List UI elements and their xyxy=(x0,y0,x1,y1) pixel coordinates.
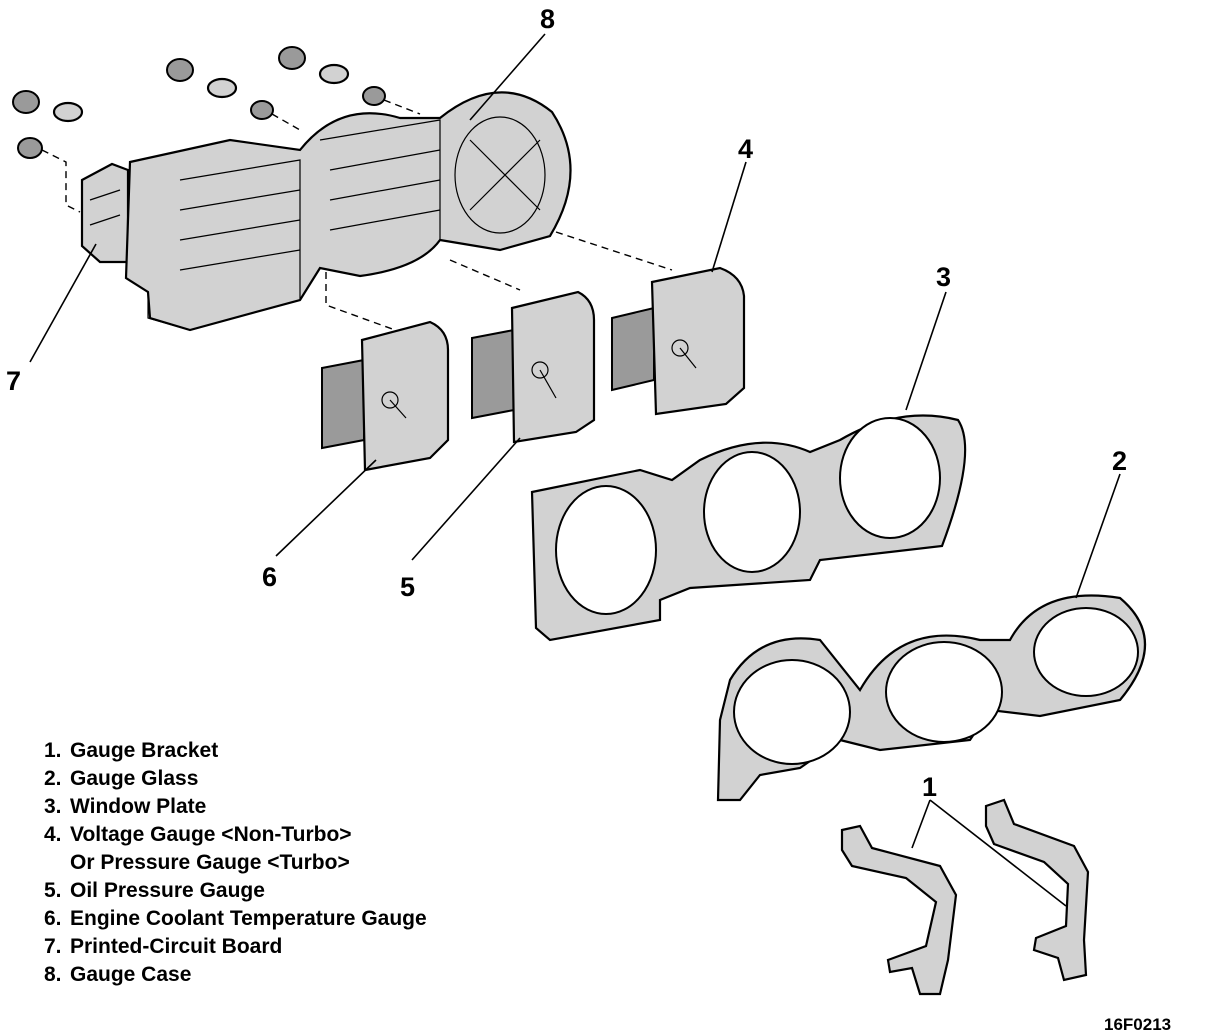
figure-code: 16F0213 xyxy=(1104,1015,1171,1034)
legend-item: 1. Gauge Bracket xyxy=(44,737,427,765)
callout-7: 7 xyxy=(6,366,21,396)
legend-number: 6. xyxy=(44,907,62,930)
coolant-temperature-gauge xyxy=(321,320,450,472)
callout-3: 3 xyxy=(936,262,951,292)
callout-1: 1 xyxy=(922,772,937,802)
legend-item: 8. Gauge Case xyxy=(44,961,427,989)
legend-item: Or Pressure Gauge <Turbo> xyxy=(44,849,427,877)
legend-item: 5. Oil Pressure Gauge xyxy=(44,877,427,905)
gauge-brackets xyxy=(840,798,1090,996)
legend-text: Window Plate xyxy=(70,795,207,818)
legend-number: 8. xyxy=(44,963,62,986)
callout-labels: 8 4 3 7 2 6 5 1 xyxy=(6,4,1127,802)
callout-5: 5 xyxy=(400,572,415,602)
voltage-or-pressure-gauge xyxy=(611,266,746,416)
leader-lines xyxy=(29,33,1121,907)
callout-8: 8 xyxy=(540,4,555,34)
parts-legend: 1. Gauge Bracket 2. Gauge Glass 3. Window P… xyxy=(44,737,427,989)
printed-circuit-board xyxy=(80,162,130,264)
legend-number: 7. xyxy=(44,935,62,958)
legend-text: Printed-Circuit Board xyxy=(70,935,283,958)
gauge-glass xyxy=(716,594,1147,802)
legend-text: Gauge Glass xyxy=(70,767,199,790)
legend-text: Voltage Gauge <Non-Turbo> xyxy=(70,823,352,846)
legend-item: 4. Voltage Gauge <Non-Turbo> xyxy=(44,821,427,849)
legend-number: 2. xyxy=(44,767,62,790)
legend-item: 6. Engine Coolant Temperature Gauge xyxy=(44,905,427,933)
gauge-case xyxy=(124,91,572,332)
legend-text: Gauge Bracket xyxy=(70,739,219,762)
legend-text: Oil Pressure Gauge xyxy=(70,879,265,902)
legend-text: Or Pressure Gauge <Turbo> xyxy=(70,851,350,874)
legend-text: Engine Coolant Temperature Gauge xyxy=(70,907,427,930)
callout-4: 4 xyxy=(738,134,753,164)
legend-number: 3. xyxy=(44,795,62,818)
legend-number: 4. xyxy=(44,823,62,846)
legend-number: 5. xyxy=(44,879,62,902)
callout-6: 6 xyxy=(262,562,277,592)
bulb-sockets xyxy=(12,46,421,213)
legend-text: Gauge Case xyxy=(70,963,192,986)
oil-pressure-gauge xyxy=(471,290,596,444)
window-plate xyxy=(530,414,967,642)
legend-number: 1. xyxy=(44,739,62,762)
legend-item: 7. Printed-Circuit Board xyxy=(44,933,427,961)
legend-item: 2. Gauge Glass xyxy=(44,765,427,793)
callout-2: 2 xyxy=(1112,446,1127,476)
legend-item: 3. Window Plate xyxy=(44,793,427,821)
